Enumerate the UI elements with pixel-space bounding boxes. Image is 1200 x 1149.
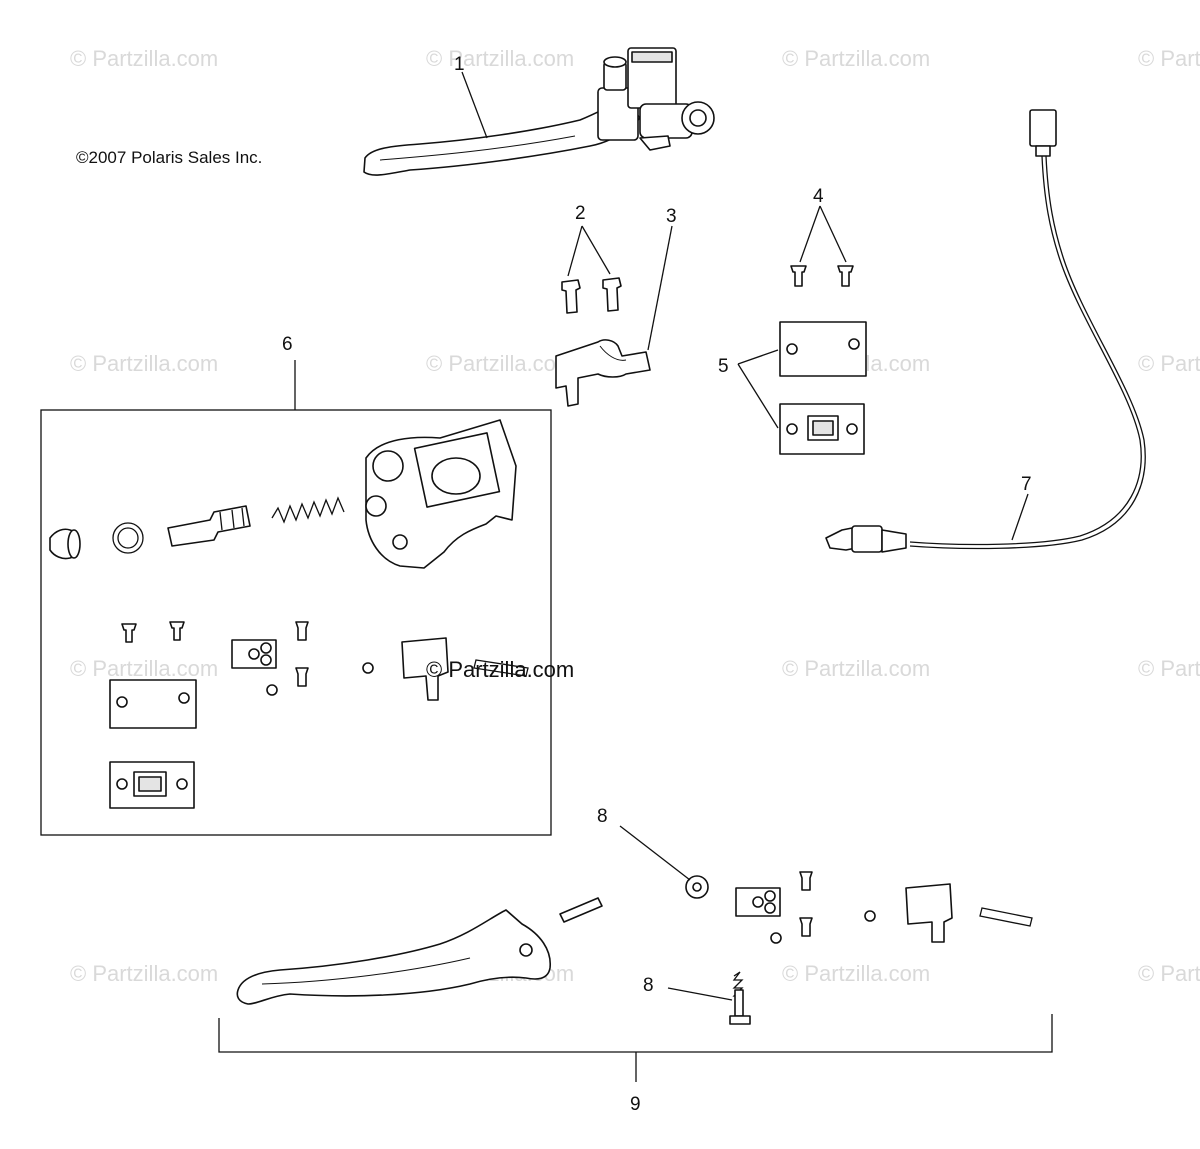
part-6-kit-contents — [49, 419, 529, 809]
callout-8: 8 — [643, 975, 654, 996]
leader-line — [799, 205, 821, 263]
leader-line — [619, 825, 691, 881]
callout-9: 9 — [630, 1094, 641, 1115]
leader-line — [737, 349, 779, 365]
watermark: © Partzilla.com — [782, 46, 930, 71]
part-2-bolts — [561, 277, 622, 314]
watermark: © Partzilla.com — [782, 656, 930, 681]
watermark: © Partzilla.com — [426, 351, 574, 376]
part-1-master-cylinder-assembly — [363, 47, 715, 176]
callout-5: 5 — [718, 356, 729, 377]
watermark: © Partzilla.com — [782, 961, 930, 986]
part-7-switch-cable — [825, 109, 1146, 553]
part-4-screws — [790, 265, 854, 287]
part-5-cover-and-diaphragm — [779, 321, 867, 455]
callout-2: 2 — [575, 203, 586, 224]
callout-6: 6 — [282, 334, 293, 355]
watermark: © Partzilla.com — [70, 46, 218, 71]
callout-3: 3 — [666, 206, 677, 227]
callout-7: 7 — [1021, 474, 1032, 495]
callout-4: 4 — [813, 186, 824, 207]
callout-8: 8 — [597, 806, 608, 827]
bracket-9 — [218, 1014, 1053, 1053]
watermark: © Partzilla.com — [70, 351, 218, 376]
leader-line — [667, 987, 733, 1001]
watermark: © Partzilla.com — [1138, 46, 1200, 71]
watermark: © Partzilla.com — [1138, 961, 1200, 986]
leader-line — [461, 71, 488, 139]
leader-line — [1011, 493, 1029, 541]
watermark-grid: © Partzilla.com © Partzilla.com © Partzi… — [70, 46, 1200, 986]
callout-1: 1 — [454, 54, 465, 75]
leader-line — [581, 225, 611, 275]
leader-line — [647, 225, 673, 351]
leader-line — [819, 205, 847, 263]
watermark: © Partzilla.com — [1138, 656, 1200, 681]
watermark: © Partzilla.com — [70, 656, 218, 681]
leader-line — [567, 225, 583, 277]
watermark: © Partzilla.com — [70, 961, 218, 986]
part-8-washer-and-pivot — [685, 875, 751, 1025]
part-3-clamp — [555, 339, 651, 407]
copyright-text: ©2007 Polaris Sales Inc. — [76, 148, 262, 167]
part-6-kit-box — [40, 409, 552, 836]
watermark: © Partzilla.com — [1138, 351, 1200, 376]
part-9-lever-kit — [236, 871, 1033, 1005]
leader-line — [737, 363, 779, 429]
center-watermark: © Partzilla.com — [426, 657, 574, 682]
watermark: © Partzilla.com — [426, 46, 574, 71]
